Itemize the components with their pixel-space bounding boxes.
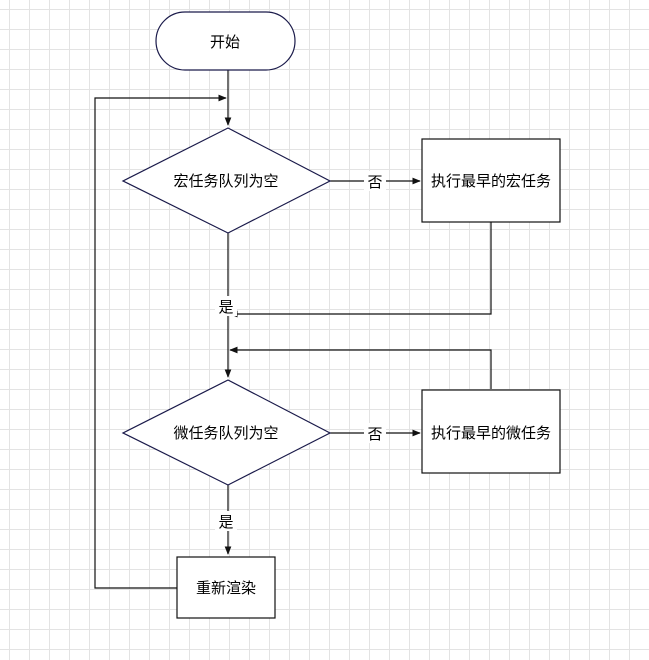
micro-check-diamond bbox=[121, 379, 332, 486]
node-rerender[interactable]: 重新渲染 bbox=[176, 556, 276, 619]
run-micro-label: 执行最早的微任务 bbox=[431, 424, 551, 442]
rerender-box bbox=[176, 556, 276, 619]
start-terminator-shape bbox=[155, 11, 296, 71]
macro-check-diamond bbox=[121, 127, 332, 234]
run-micro-box bbox=[421, 389, 561, 474]
edge-label-micro-yes: 是 bbox=[218, 513, 233, 531]
run-macro-label: 执行最早的宏任务 bbox=[431, 172, 551, 190]
micro-check-label: 微任务队列为空 bbox=[173, 424, 278, 442]
edge-label-macro-yes: 是 bbox=[218, 298, 233, 316]
edge-labels: 否 是 否 是 bbox=[215, 171, 386, 531]
run-macro-box bbox=[421, 138, 561, 223]
start-label: 开始 bbox=[210, 33, 240, 51]
edge-rerender-loop-back bbox=[94, 94, 227, 589]
edge-label-macro-no: 否 bbox=[367, 173, 382, 191]
node-start[interactable]: 开始 bbox=[155, 11, 296, 71]
edge-label-micro-no: 否 bbox=[367, 425, 382, 443]
macro-check-label: 宏任务队列为空 bbox=[173, 172, 278, 190]
node-micro-check[interactable]: 微任务队列为空 bbox=[121, 379, 332, 486]
edge-run-micro-return bbox=[229, 346, 492, 389]
rerender-label: 重新渲染 bbox=[196, 579, 256, 597]
node-run-macro[interactable]: 执行最早的宏任务 bbox=[421, 138, 561, 223]
edge-run-macro-return bbox=[229, 222, 492, 318]
node-run-micro[interactable]: 执行最早的微任务 bbox=[421, 389, 561, 474]
node-macro-check[interactable]: 宏任务队列为空 bbox=[121, 127, 332, 234]
